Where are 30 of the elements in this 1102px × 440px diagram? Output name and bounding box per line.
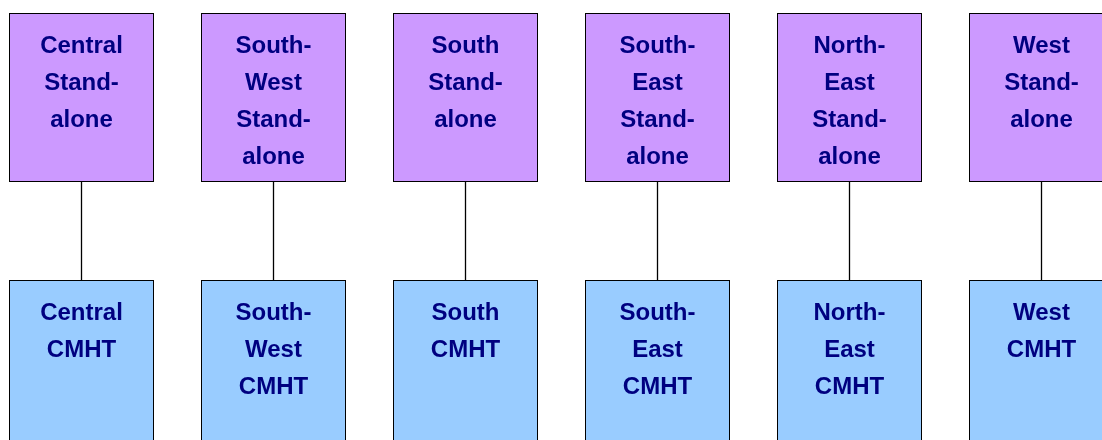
- unit-label: West Stand-alone: [1003, 30, 1080, 134]
- unit-box: [201, 13, 346, 182]
- unit-label: Central Stand-alone: [39, 30, 124, 134]
- unit-box: [9, 280, 154, 440]
- unit-box: [777, 280, 922, 440]
- unit-box: [393, 13, 538, 182]
- unit-box: [969, 13, 1102, 182]
- connector-line: [848, 181, 851, 281]
- unit-label: South-West Stand-alone: [234, 30, 313, 171]
- unit-box: [585, 13, 730, 182]
- connector-line: [272, 181, 275, 281]
- unit-label: South-East CMHT: [618, 297, 697, 401]
- unit-box: [393, 280, 538, 440]
- unit-box: [777, 13, 922, 182]
- unit-label: South-East Stand-alone: [618, 30, 697, 171]
- connector-line: [1040, 181, 1043, 281]
- connector-line: [464, 181, 467, 281]
- connector-line: [656, 181, 659, 281]
- unit-box: [201, 280, 346, 440]
- unit-label: North-East Stand-alone: [811, 30, 888, 171]
- unit-label: North-East CMHT: [812, 297, 887, 401]
- unit-box: [969, 280, 1102, 440]
- unit-label: South CMHT: [429, 297, 502, 364]
- connector-line: [80, 181, 83, 281]
- unit-label: Central CMHT: [39, 297, 124, 364]
- unit-box: [9, 13, 154, 182]
- unit-label: West CMHT: [1005, 297, 1078, 364]
- unit-label: South Stand-alone: [427, 30, 504, 134]
- unit-label: South-West CMHT: [234, 297, 313, 401]
- unit-box: [585, 280, 730, 440]
